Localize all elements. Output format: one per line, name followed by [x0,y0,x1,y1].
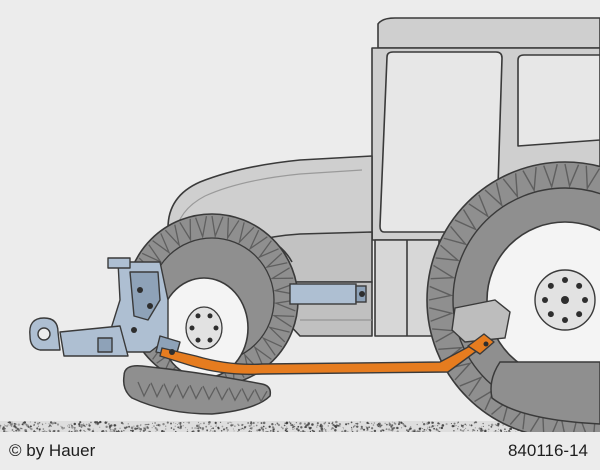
front-tire [125,213,299,387]
hydraulic-cylinder [289,283,367,305]
orange-linkage-bar [159,333,495,375]
rear-tire [426,161,600,432]
copyright-label: © by Hauer [9,441,96,460]
figure-code-label: 840116-14 [507,441,588,460]
front-hitch [29,257,181,357]
detached-tire-section [122,364,272,415]
ground [0,421,600,432]
rear-tire-lower-section [490,361,600,425]
linkage-mount-block [451,299,511,343]
